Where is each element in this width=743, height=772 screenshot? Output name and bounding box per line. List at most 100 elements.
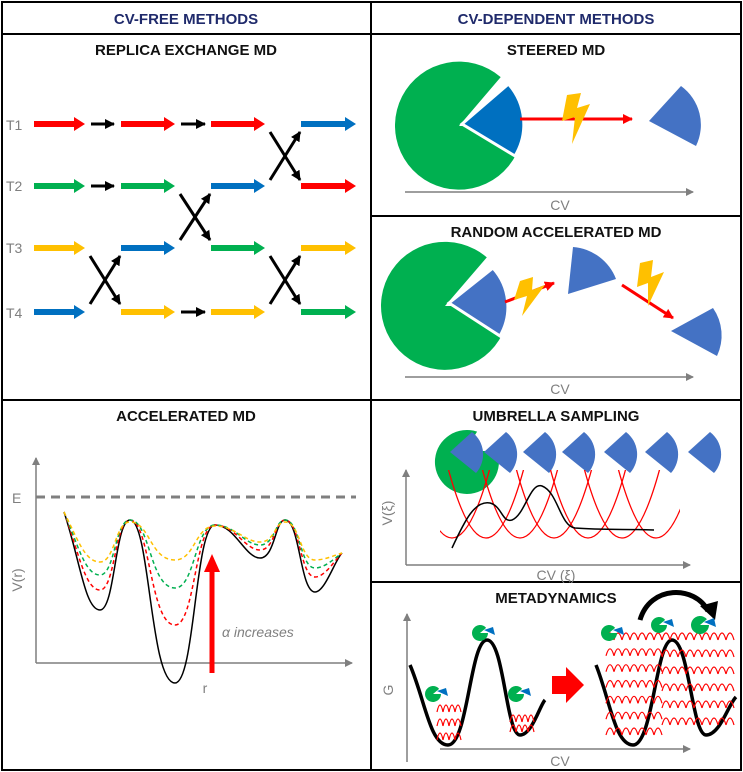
replica-arrow xyxy=(121,241,175,255)
umbrella-bias-parabola xyxy=(481,470,559,539)
gaussian-hill xyxy=(605,727,615,736)
replica-arrow xyxy=(34,241,85,255)
replica-arrow xyxy=(121,305,175,319)
gaussian-hill xyxy=(661,666,671,675)
meta-panel: METADYNAMICS G CV xyxy=(380,590,738,769)
exchange-arrow xyxy=(178,193,212,241)
gaussian-hill xyxy=(661,649,671,658)
gaussian-hill xyxy=(677,632,687,641)
potential-boosted-curve-green xyxy=(63,511,343,589)
header-cv-dependent: CV-DEPENDENT METHODS xyxy=(458,11,655,28)
gaussian-hill xyxy=(725,717,735,726)
gaussian-hill xyxy=(717,632,727,641)
gaussian-hills-initial xyxy=(436,704,535,741)
smd-panel: STEERED MD CV xyxy=(395,42,701,213)
gaussian-hill xyxy=(717,666,727,675)
ligand-wedge-moved-1 xyxy=(568,247,616,294)
gaussian-hill xyxy=(637,664,647,672)
protein-pacman xyxy=(601,624,617,641)
gaussian-hill xyxy=(454,704,462,713)
lightning-icon xyxy=(637,260,664,306)
header-cv-free: CV-FREE METHODS xyxy=(114,11,258,28)
gaussian-hill xyxy=(613,679,623,688)
gaussian-hill xyxy=(693,666,703,675)
gaussian-hill xyxy=(725,683,735,692)
gaussian-hill xyxy=(637,695,647,704)
remd-arrows xyxy=(34,117,356,319)
us-x-label: CV (ξ) xyxy=(537,567,576,583)
gaussian-hill xyxy=(669,717,679,726)
ligand-wedge xyxy=(437,688,448,696)
replica-arrow xyxy=(301,241,356,255)
exchange-arrow xyxy=(88,255,122,305)
amd-x-label: r xyxy=(203,680,208,696)
gaussian-hill xyxy=(653,727,663,736)
gaussian-hill xyxy=(685,666,695,675)
gaussian-hill xyxy=(637,648,647,656)
gaussian-hill xyxy=(709,717,719,726)
gaussian-hill xyxy=(709,632,719,641)
gaussian-hill xyxy=(685,700,695,709)
replica-arrow xyxy=(34,305,85,319)
gaussian-hill xyxy=(645,679,655,688)
remd-title: REPLICA EXCHANGE MD xyxy=(95,42,277,59)
gaussian-hill xyxy=(717,717,727,726)
gaussian-hill xyxy=(442,732,450,741)
barrier-crossing-arrowhead xyxy=(700,601,718,620)
gaussian-hill xyxy=(653,632,663,641)
smd-title: STEERED MD xyxy=(507,42,606,59)
amd-title: ACCELERATED MD xyxy=(116,408,256,425)
umbrella-bias-parabola xyxy=(617,470,680,539)
umbrella-bias-parabola xyxy=(447,470,525,539)
free-energy-surface-filled xyxy=(594,638,738,747)
random-force-arrow-2 xyxy=(621,283,674,320)
ligand-wedge xyxy=(450,432,484,473)
gaussian-hill xyxy=(717,649,727,658)
replica-arrow xyxy=(211,241,265,255)
gaussian-hill xyxy=(629,632,639,641)
gaussian-hill xyxy=(701,717,711,726)
gaussian-hill xyxy=(454,732,462,741)
smd-cv-label: CV xyxy=(550,197,570,213)
gaussian-hill xyxy=(645,664,655,672)
gaussian-hill xyxy=(436,718,444,727)
gaussian-hill xyxy=(693,632,703,641)
gaussian-hill xyxy=(701,683,711,692)
gaussian-hill xyxy=(693,649,703,658)
ramd-title: RANDOM ACCELERATED MD xyxy=(451,224,662,241)
replica-arrow xyxy=(34,179,85,193)
umbrella-bias-parabola xyxy=(440,470,491,539)
gaussian-hill xyxy=(605,695,615,704)
gaussian-hill xyxy=(637,727,647,736)
potential-original-curve xyxy=(63,511,343,684)
remd-panel: REPLICA EXCHANGE MD T1 T2 T3 T4 xyxy=(6,42,356,321)
gaussian-hill xyxy=(669,700,679,709)
gaussian-hills-filled xyxy=(605,632,735,736)
gaussian-hill xyxy=(442,704,450,713)
gaussian-hill xyxy=(629,695,639,704)
ligand-wedge-free xyxy=(649,86,701,146)
gaussian-hill xyxy=(605,679,615,688)
gaussian-hill xyxy=(629,664,639,672)
temp-label-t4: T4 xyxy=(6,305,23,321)
meta-protein-ligand-icons xyxy=(425,615,716,702)
us-y-label: V(ξ) xyxy=(379,501,395,526)
gaussian-hill xyxy=(693,700,703,709)
gaussian-hill xyxy=(669,666,679,675)
gaussian-hill xyxy=(677,683,687,692)
ligand-wedge xyxy=(523,432,557,473)
us-title: UMBRELLA SAMPLING xyxy=(473,408,640,425)
gaussian-hill xyxy=(605,664,615,672)
gaussian-hill xyxy=(454,718,462,727)
ligand-wedge xyxy=(704,618,716,627)
gaussian-hill xyxy=(509,714,517,723)
umbrella-bias-parabola xyxy=(583,470,661,539)
gaussian-hill xyxy=(527,724,535,733)
potential-boosted-curve-red xyxy=(63,511,343,626)
gaussian-hill xyxy=(645,711,655,720)
ligand-wedge xyxy=(484,627,495,635)
ligand-wedge xyxy=(604,432,638,473)
exchange-arrow xyxy=(268,131,302,181)
protein-pacman xyxy=(425,685,441,702)
ramd-cv-label: CV xyxy=(550,381,570,397)
